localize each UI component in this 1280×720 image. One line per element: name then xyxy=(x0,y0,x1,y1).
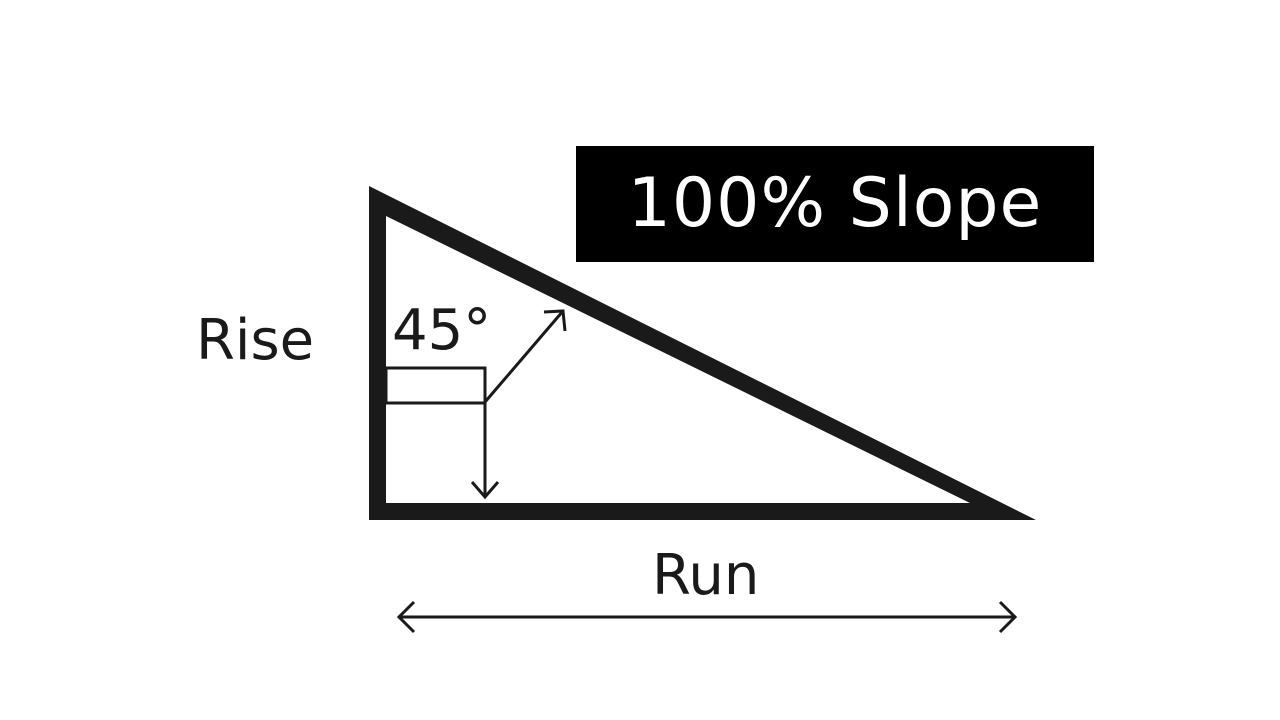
run-label: Run xyxy=(652,543,760,608)
rise-label: Rise xyxy=(196,308,315,373)
angle-arrow-head xyxy=(543,309,567,332)
angle-arrow-line xyxy=(483,310,565,403)
title-text: 100% Slope xyxy=(627,164,1043,243)
title-banner: 100% Slope xyxy=(576,146,1094,262)
run-arrow-left-head xyxy=(396,600,416,634)
triangle-outline xyxy=(369,186,1036,520)
drop-arrow-head xyxy=(470,481,500,500)
angle-marker-box xyxy=(384,366,487,405)
run-arrow-right-head xyxy=(998,600,1018,634)
angle-label: 45° xyxy=(392,298,492,363)
